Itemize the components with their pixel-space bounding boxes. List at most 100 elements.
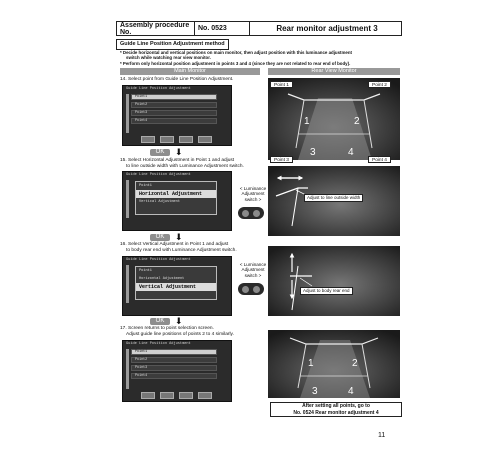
- luminance-line-2: Adjustment: [241, 267, 265, 273]
- procedure-label: Assembly procedure No.: [116, 21, 195, 36]
- guide-number-4: 4: [348, 386, 354, 397]
- menu-screen-2: Guide Line Position Adjustment Point1 Ho…: [122, 171, 232, 231]
- luminance-switch-2[interactable]: [238, 283, 264, 295]
- scrollbar[interactable]: [126, 94, 129, 133]
- step-17-line-1: 17. Screen returns to point selection sc…: [120, 326, 214, 331]
- ok-button[interactable]: OK: [150, 149, 170, 156]
- vertical-adjustment-item[interactable]: Vertical Adjustment: [139, 200, 180, 204]
- screen-button-2[interactable]: [160, 136, 174, 143]
- point-1-label: Point 1: [270, 81, 293, 88]
- switch-knob-right[interactable]: [253, 209, 260, 217]
- step-17: 17. Screen returns to point selection sc…: [120, 326, 270, 337]
- luminance-line-3: switch >: [244, 196, 262, 202]
- main-monitor-header: Main Monitor: [120, 68, 260, 75]
- guide-number-1: 1: [304, 116, 310, 127]
- screen-button-4[interactable]: [198, 136, 212, 143]
- switch-knob-left[interactable]: [242, 285, 249, 293]
- point3-item[interactable]: Point3: [131, 110, 217, 116]
- procedure-header: Assembly procedure No. No. 0523 Rear mon…: [116, 21, 402, 36]
- guide-number-1: 1: [308, 358, 314, 369]
- procedure-number: No. 0523: [194, 21, 250, 36]
- horizontal-adjustment-item[interactable]: Horizontal Adjustment: [139, 277, 185, 281]
- screen-button-3[interactable]: [179, 392, 193, 399]
- rear-camera-image-3: [268, 246, 400, 316]
- screen-button-4[interactable]: [198, 392, 212, 399]
- step-16-line-1: 16. Select Vertical Adjustment in Point …: [120, 242, 229, 247]
- luminance-line-1: < Luminance: [239, 186, 267, 191]
- final-note-line-1: After setting all points, go to: [302, 403, 370, 409]
- menu-screen-1: Guide Line Position Adjustment Point1 Po…: [122, 85, 232, 146]
- popup-point-label: Point1: [139, 269, 152, 273]
- point-4-label: Point 4: [368, 156, 391, 163]
- procedure-title: Rear monitor adjustment 3: [249, 21, 402, 36]
- screen-buttons: [141, 136, 212, 143]
- switch-knob-right[interactable]: [253, 285, 260, 293]
- ok-button[interactable]: OK: [150, 318, 170, 325]
- vertical-callout: Adjust to body rear end: [300, 287, 353, 295]
- rear-camera-image-1: 1 2 3 4: [268, 78, 400, 160]
- menu-screen-3: Guide Line Position Adjustment Point1 Ho…: [122, 256, 232, 316]
- horizontal-callout: Adjust to line outside width: [304, 194, 364, 202]
- luminance-label-2: < Luminance Adjustment switch >: [236, 262, 270, 278]
- scrollbar[interactable]: [126, 265, 129, 303]
- camera-view: 1 2 3 4: [268, 78, 400, 160]
- guide-number-4: 4: [348, 147, 354, 158]
- switch-knob-left[interactable]: [242, 209, 249, 217]
- camera-view: 1 2 3 4: [268, 330, 400, 398]
- luminance-line-2: Adjustment: [241, 191, 265, 197]
- final-note: After setting all points, go to No. 0524…: [270, 402, 402, 417]
- point-2-label: Point 2: [368, 81, 391, 88]
- point4-item[interactable]: Point4: [131, 118, 217, 124]
- screen-button-2[interactable]: [160, 392, 174, 399]
- rear-camera-image-4: 1 2 3 4: [268, 330, 400, 398]
- luminance-line-1: < Luminance: [239, 262, 267, 267]
- scrollbar[interactable]: [126, 349, 129, 389]
- point3-item[interactable]: Point3: [131, 365, 217, 371]
- page-number: 11: [378, 432, 386, 439]
- adjustment-popup: Point1 Horizontal Adjustment Vertical Ad…: [135, 181, 217, 215]
- scrollbar[interactable]: [126, 180, 129, 218]
- screen-title: Guide Line Position Adjustment: [126, 258, 191, 262]
- step-16-line-2: to body rear end with Luminance Adjustme…: [126, 247, 237, 253]
- down-arrow-icon: ⬇: [175, 147, 183, 157]
- camera-view: [268, 246, 400, 316]
- luminance-line-3: switch >: [244, 272, 262, 278]
- screen-title: Guide Line Position Adjustment: [126, 342, 191, 346]
- luminance-switch-1[interactable]: [238, 207, 264, 219]
- popup-point-label: Point1: [139, 184, 152, 188]
- screen-button-1[interactable]: [141, 392, 155, 399]
- luminance-label-1: < Luminance Adjustment switch >: [236, 186, 270, 202]
- ok-button[interactable]: OK: [150, 234, 170, 241]
- note-1: * Decide horizontal and vertical positio…: [120, 50, 352, 55]
- vertical-adjustment-item[interactable]: Vertical Adjustment: [136, 283, 216, 291]
- point2-item[interactable]: Point2: [131, 357, 217, 363]
- step-15: 15. Select Horizontal Adjustment in Poin…: [120, 158, 270, 169]
- point4-item[interactable]: Point4: [131, 373, 217, 379]
- screen-button-3[interactable]: [179, 136, 193, 143]
- note-2: switch while watching rear view monitor.: [126, 55, 211, 61]
- step-17-line-2: Adjust guide line positions of points 2 …: [126, 331, 234, 337]
- horizontal-adjustment-item[interactable]: Horizontal Adjustment: [136, 190, 216, 198]
- notes: * Decide horizontal and vertical positio…: [120, 50, 400, 66]
- final-note-line-2: No. 0524 Rear monitor adjustment 4: [293, 409, 379, 416]
- adjustment-popup: Point1 Horizontal Adjustment Vertical Ad…: [135, 266, 217, 300]
- guide-number-3: 3: [310, 147, 316, 158]
- step-15-line-2: to line outside width with Luminance Adj…: [126, 163, 244, 169]
- rear-monitor-header: Rear View Monitor: [268, 68, 400, 75]
- screen-button-1[interactable]: [141, 136, 155, 143]
- point1-item[interactable]: Point1: [131, 349, 217, 355]
- down-arrow-icon: ⬇: [175, 232, 183, 242]
- guide-number-2: 2: [354, 116, 360, 127]
- step-16: 16. Select Vertical Adjustment in Point …: [120, 242, 270, 253]
- point1-item[interactable]: Point1: [131, 94, 217, 100]
- guide-number-2: 2: [352, 358, 358, 369]
- rear-camera-image-2: [268, 166, 400, 236]
- screen-title: Guide Line Position Adjustment: [126, 87, 191, 91]
- point2-item[interactable]: Point2: [131, 102, 217, 108]
- step-14: 14. Select point from Guide Line Positio…: [120, 77, 234, 82]
- step-15-line-1: 15. Select Horizontal Adjustment in Poin…: [120, 158, 235, 163]
- section-title: Guide Line Position Adjustment method: [116, 39, 229, 50]
- screen-title: Guide Line Position Adjustment: [126, 173, 191, 177]
- menu-screen-4: Guide Line Position Adjustment Point1 Po…: [122, 340, 232, 402]
- down-arrow-icon: ⬇: [175, 316, 183, 326]
